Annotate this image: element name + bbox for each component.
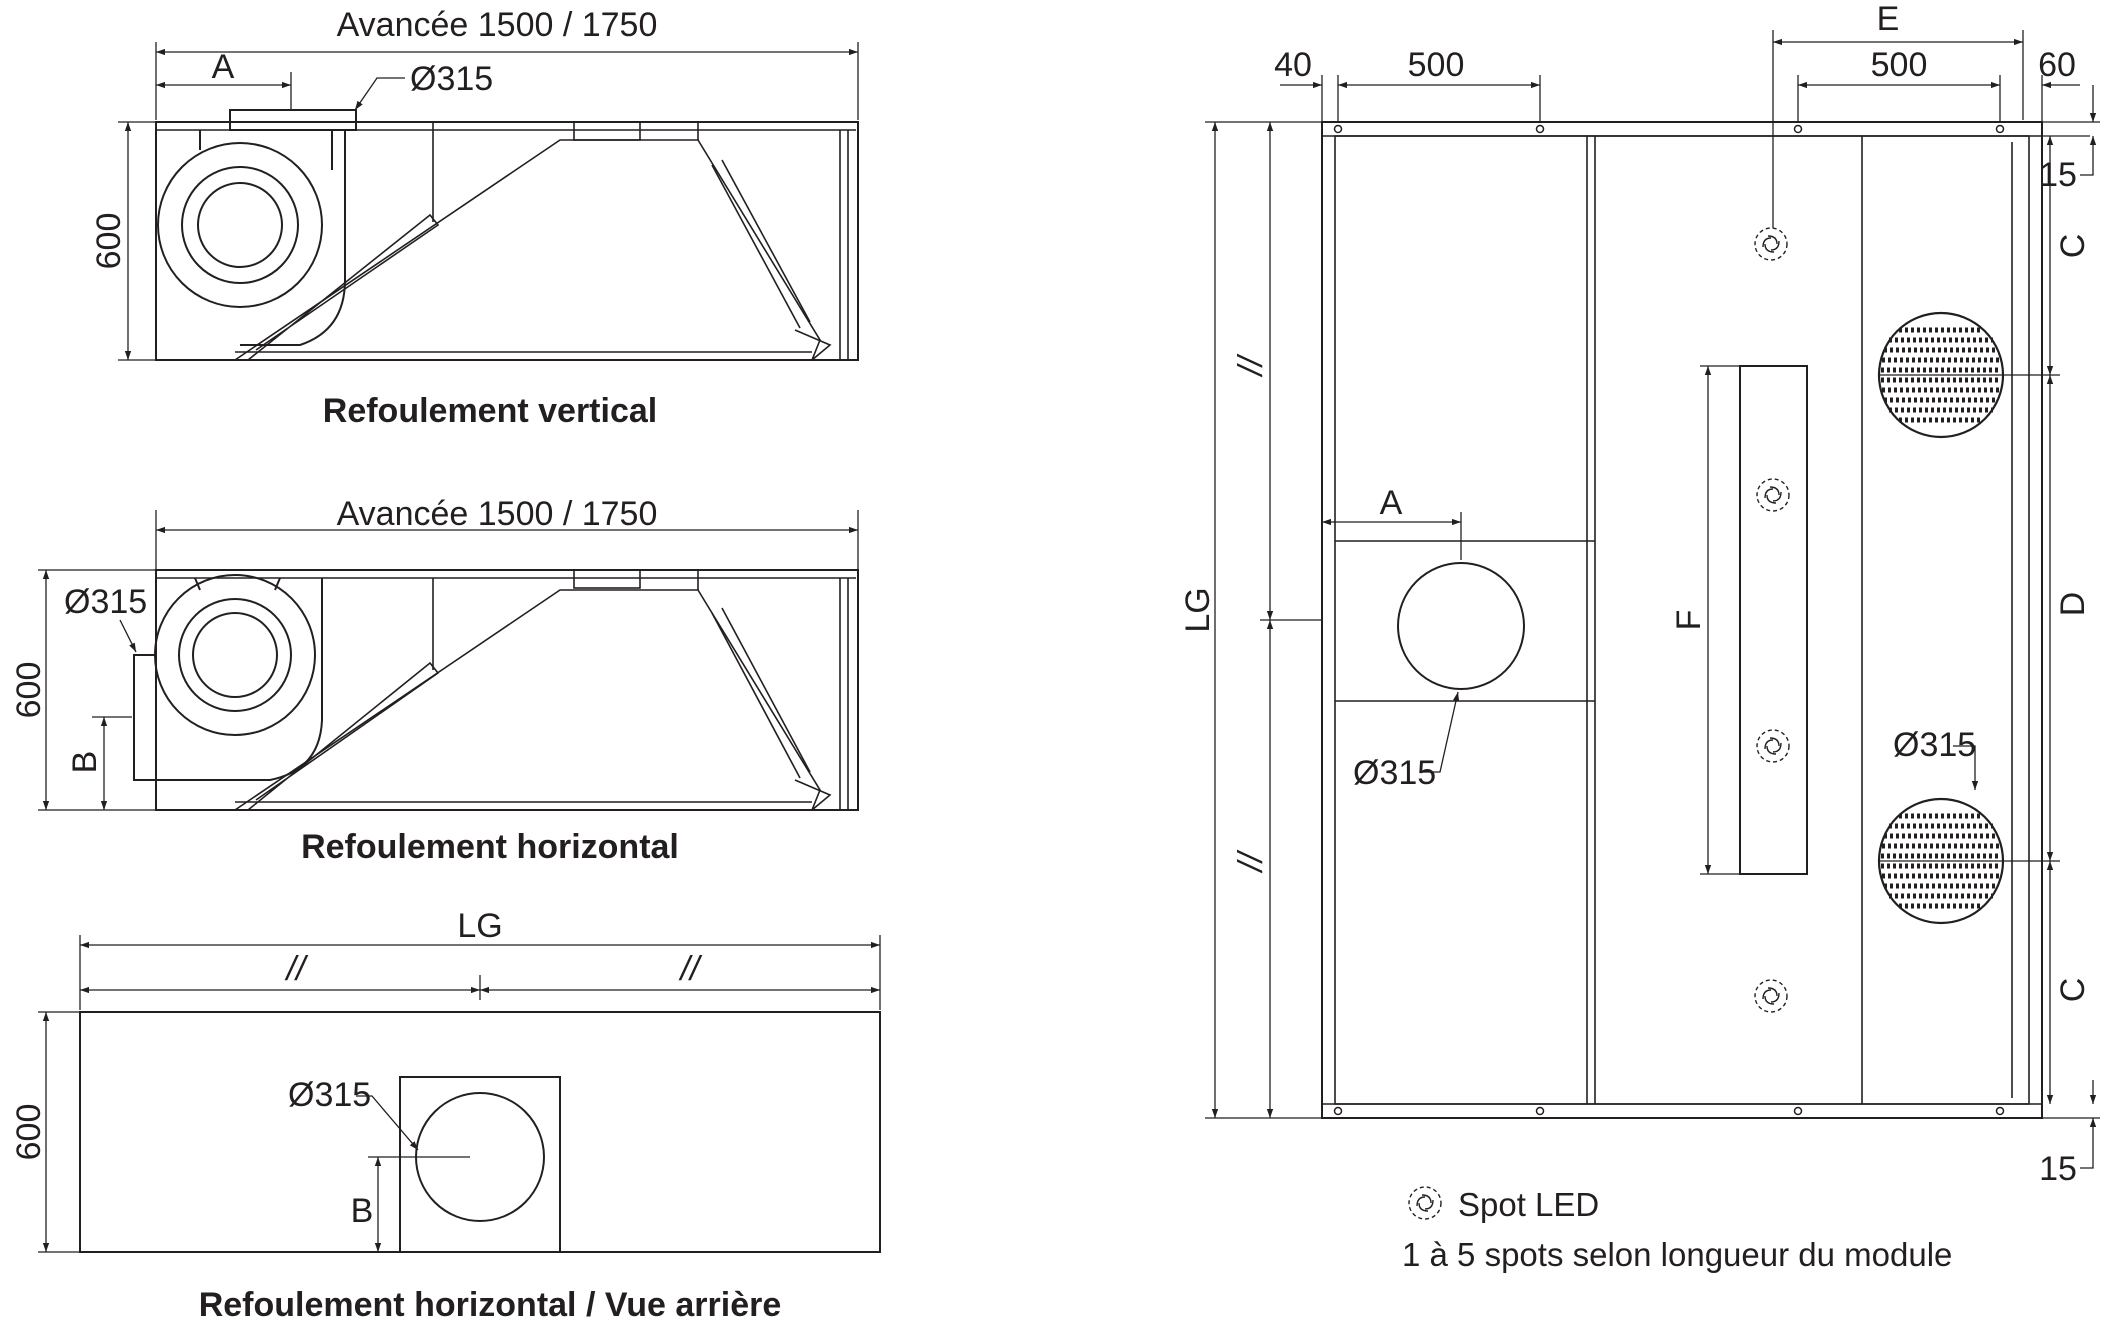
spot-led-icon	[1756, 729, 1790, 763]
plan-dim-15-bottom: 15	[2039, 1150, 2077, 1188]
view-vertical: Avancée 1500 / 1750 A Ø315 600 Refoulem	[90, 6, 859, 430]
rear-duct-dia: Ø315	[288, 1076, 371, 1114]
vertical-width-dim: Avancée 1500 / 1750	[337, 6, 658, 44]
plan-dim-c-top: C	[2054, 234, 2092, 259]
vertical-height-dim: 600	[90, 213, 128, 270]
vertical-caption: Refoulement vertical	[323, 392, 657, 430]
legend: Spot LED 1 à 5 spots selon longueur du m…	[1402, 1186, 1952, 1273]
rear-caption: Refoulement horizontal / Vue arrière	[199, 1286, 782, 1324]
horizontal-dim-b: B	[66, 751, 104, 774]
vertical-dim-a: A	[212, 48, 235, 86]
view-horizontal: Avancée 1500 / 1750 600 B Ø315 Refouleme…	[10, 495, 859, 866]
vertical-duct-dia: Ø315	[410, 60, 493, 98]
plan-filter-dia: Ø315	[1893, 726, 1976, 764]
plan-half-mark-bottom: //	[1232, 849, 1270, 873]
view-plan: E 40 500 500 60 15 C D C 15	[1179, 0, 2100, 1188]
plan-dim-a: A	[1380, 484, 1403, 522]
view-rear: LG // // 600 B Ø315 Refoulement horizont…	[10, 907, 881, 1324]
spot-led-icon	[1754, 227, 1788, 261]
plan-dim-e: E	[1877, 0, 1900, 38]
plan-dim-40: 40	[1274, 46, 1312, 84]
arrow-icon	[1953, 745, 1979, 790]
plan-dim-500-left: 500	[1408, 46, 1465, 84]
rear-height-dim: 600	[10, 1104, 48, 1161]
rear-dim-b: B	[351, 1192, 374, 1230]
rear-length-dim: LG	[457, 907, 502, 945]
spot-led-icon	[1756, 478, 1790, 512]
plan-half-mark-top: //	[1232, 353, 1270, 377]
plan-dim-c-bottom: C	[2054, 978, 2092, 1003]
plan-dim-60: 60	[2038, 46, 2076, 84]
plan-dim-d: D	[2054, 592, 2092, 617]
legend-spot-note: 1 à 5 spots selon longueur du module	[1402, 1236, 1952, 1273]
plan-dim-f: F	[1670, 610, 1708, 631]
legend-spot-label: Spot LED	[1458, 1186, 1599, 1223]
horizontal-width-dim: Avancée 1500 / 1750	[337, 495, 658, 533]
rear-half-mark-left: //	[285, 950, 309, 988]
horizontal-duct-dia: Ø315	[64, 583, 147, 621]
spot-led-icon	[1754, 979, 1788, 1013]
horizontal-caption: Refoulement horizontal	[301, 828, 679, 866]
spot-led-icon	[1408, 1186, 1442, 1220]
plan-dim-lg: LG	[1179, 587, 1217, 632]
rear-half-mark-right: //	[679, 950, 703, 988]
horizontal-height-dim: 600	[10, 662, 48, 719]
plan-dim-500-right: 500	[1871, 46, 1928, 84]
plan-duct-dia: Ø315	[1353, 754, 1436, 792]
plan-dim-15-top: 15	[2039, 156, 2077, 194]
